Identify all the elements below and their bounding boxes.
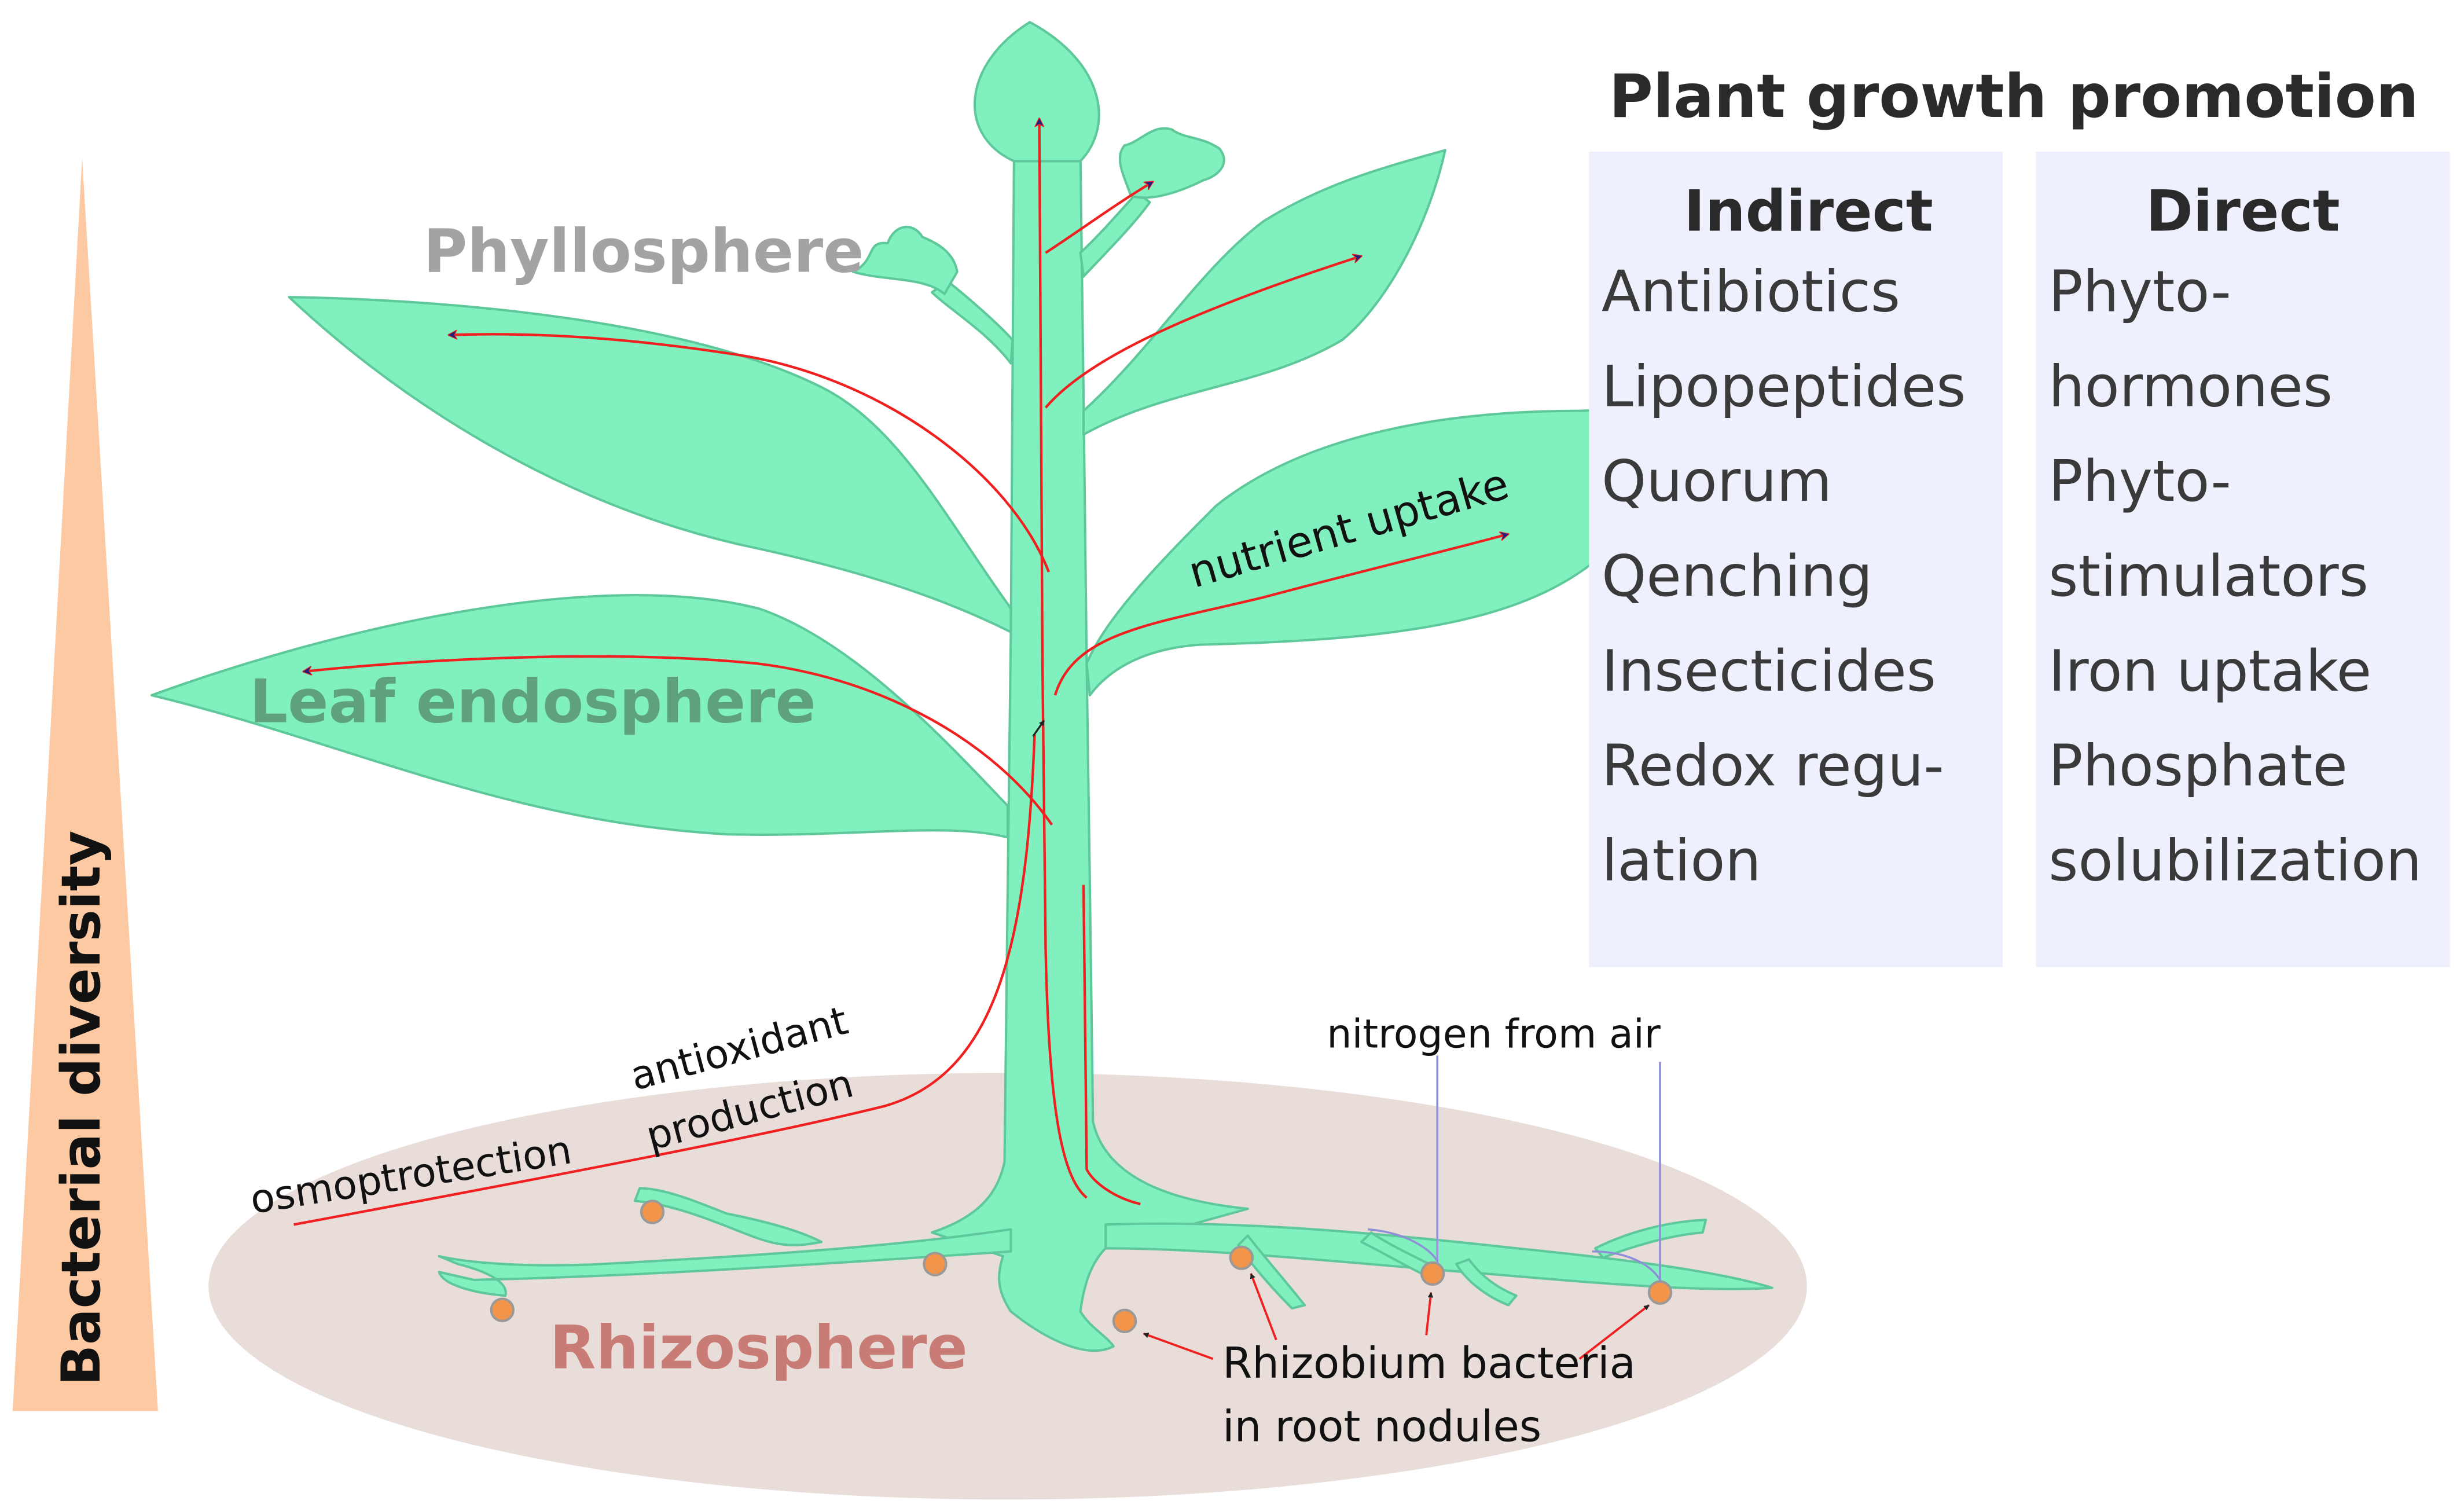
leaf-upper-right — [1082, 149, 1446, 436]
top-bud — [973, 21, 1100, 163]
root-left-branch — [633, 1187, 823, 1246]
rhizobium-label-line1: Rhizobium bacteria — [1222, 1339, 1636, 1388]
direct-item: hormones — [2048, 354, 2333, 420]
root-right-branch-2 — [1455, 1258, 1518, 1307]
leaf-lower-left — [150, 594, 1009, 839]
plant-stem — [930, 149, 1249, 1352]
direct-item: Iron uptake — [2048, 639, 2371, 705]
arrow-to-lower-left-leaf — [303, 655, 1053, 826]
nodule — [640, 1199, 665, 1224]
diversity-triangle — [12, 157, 158, 1411]
pointer-line — [1578, 1304, 1650, 1360]
nodule — [1229, 1245, 1254, 1270]
bacterial-diversity-label: Bacterial diversity — [50, 831, 112, 1386]
arrow-to-upper-right-leaf — [1044, 256, 1361, 409]
promotion-title: Plant growth promotion — [1609, 62, 2419, 131]
indirect-item: Redox regu- — [1602, 733, 1944, 799]
arrow-to-top-bud — [1040, 119, 1088, 1199]
arrow-to-upper-left-leaf — [449, 334, 1050, 573]
root-left — [438, 1228, 1012, 1297]
flower-left — [851, 225, 959, 295]
arrow-root-upward — [1082, 885, 1141, 1205]
rhizobium-pointers — [1143, 1273, 1650, 1360]
indirect-panel — [1589, 152, 2003, 967]
direct-heading: Direct — [2146, 178, 2340, 244]
leaf-upper-left — [288, 296, 1012, 633]
indirect-item: Antibiotics — [1602, 259, 1900, 325]
arrow-nutrient-uptake — [1053, 534, 1508, 696]
rhizobium-label-line2: in root nodules — [1222, 1402, 1541, 1451]
indirect-item: lation — [1602, 828, 1761, 894]
direct-item: solubilization — [2048, 828, 2422, 894]
rhizosphere-label: Rhizosphere — [550, 1314, 968, 1383]
phyllosphere-label: Phyllosphere — [423, 217, 864, 286]
indirect-list: AntibioticsLipopeptidesQuorumQenchingIns… — [1602, 259, 1966, 894]
root-right — [1104, 1222, 1773, 1290]
pointer-line — [1143, 1332, 1214, 1360]
indirect-item: Quorum — [1602, 449, 1832, 515]
arrow-osmoprotection — [293, 735, 1036, 1226]
nodule — [1647, 1280, 1673, 1305]
nodule — [490, 1297, 515, 1322]
flower-right — [1118, 127, 1225, 199]
direct-item: Phyto- — [2048, 259, 2231, 325]
nitrogen-line-1 — [1368, 1055, 1439, 1265]
nodule — [923, 1252, 948, 1276]
small-arrow-stem — [1032, 720, 1045, 737]
direct-item: stimulators — [2048, 544, 2368, 610]
transport-arrows — [293, 119, 1508, 1226]
nodule — [1112, 1308, 1137, 1333]
nitrogen-label: nitrogen from air — [1327, 1012, 1661, 1058]
indirect-item: Insecticides — [1602, 639, 1936, 705]
flower-stalk-right — [1079, 191, 1151, 278]
direct-panel — [2036, 152, 2450, 967]
indirect-heading: Indirect — [1684, 178, 1933, 244]
plant — [150, 21, 1773, 1352]
indirect-item: Lipopeptides — [1602, 354, 1966, 420]
nitrogen-lines — [1368, 1055, 1661, 1284]
direct-item: Phosphate — [2048, 733, 2347, 799]
pointer-line — [1425, 1292, 1434, 1336]
indirect-item: Qenching — [1602, 544, 1872, 610]
direct-item: Phyto- — [2048, 449, 2231, 515]
pointer-line — [1250, 1273, 1277, 1341]
root-nodules — [490, 1199, 1673, 1333]
nitrogen-line-2 — [1592, 1062, 1661, 1284]
nodule — [1420, 1261, 1445, 1286]
arrow-to-right-flower — [1045, 181, 1153, 254]
root-right-branch-3 — [1594, 1219, 1707, 1259]
leaf-endosphere-label: Leaf endosphere — [249, 667, 816, 736]
